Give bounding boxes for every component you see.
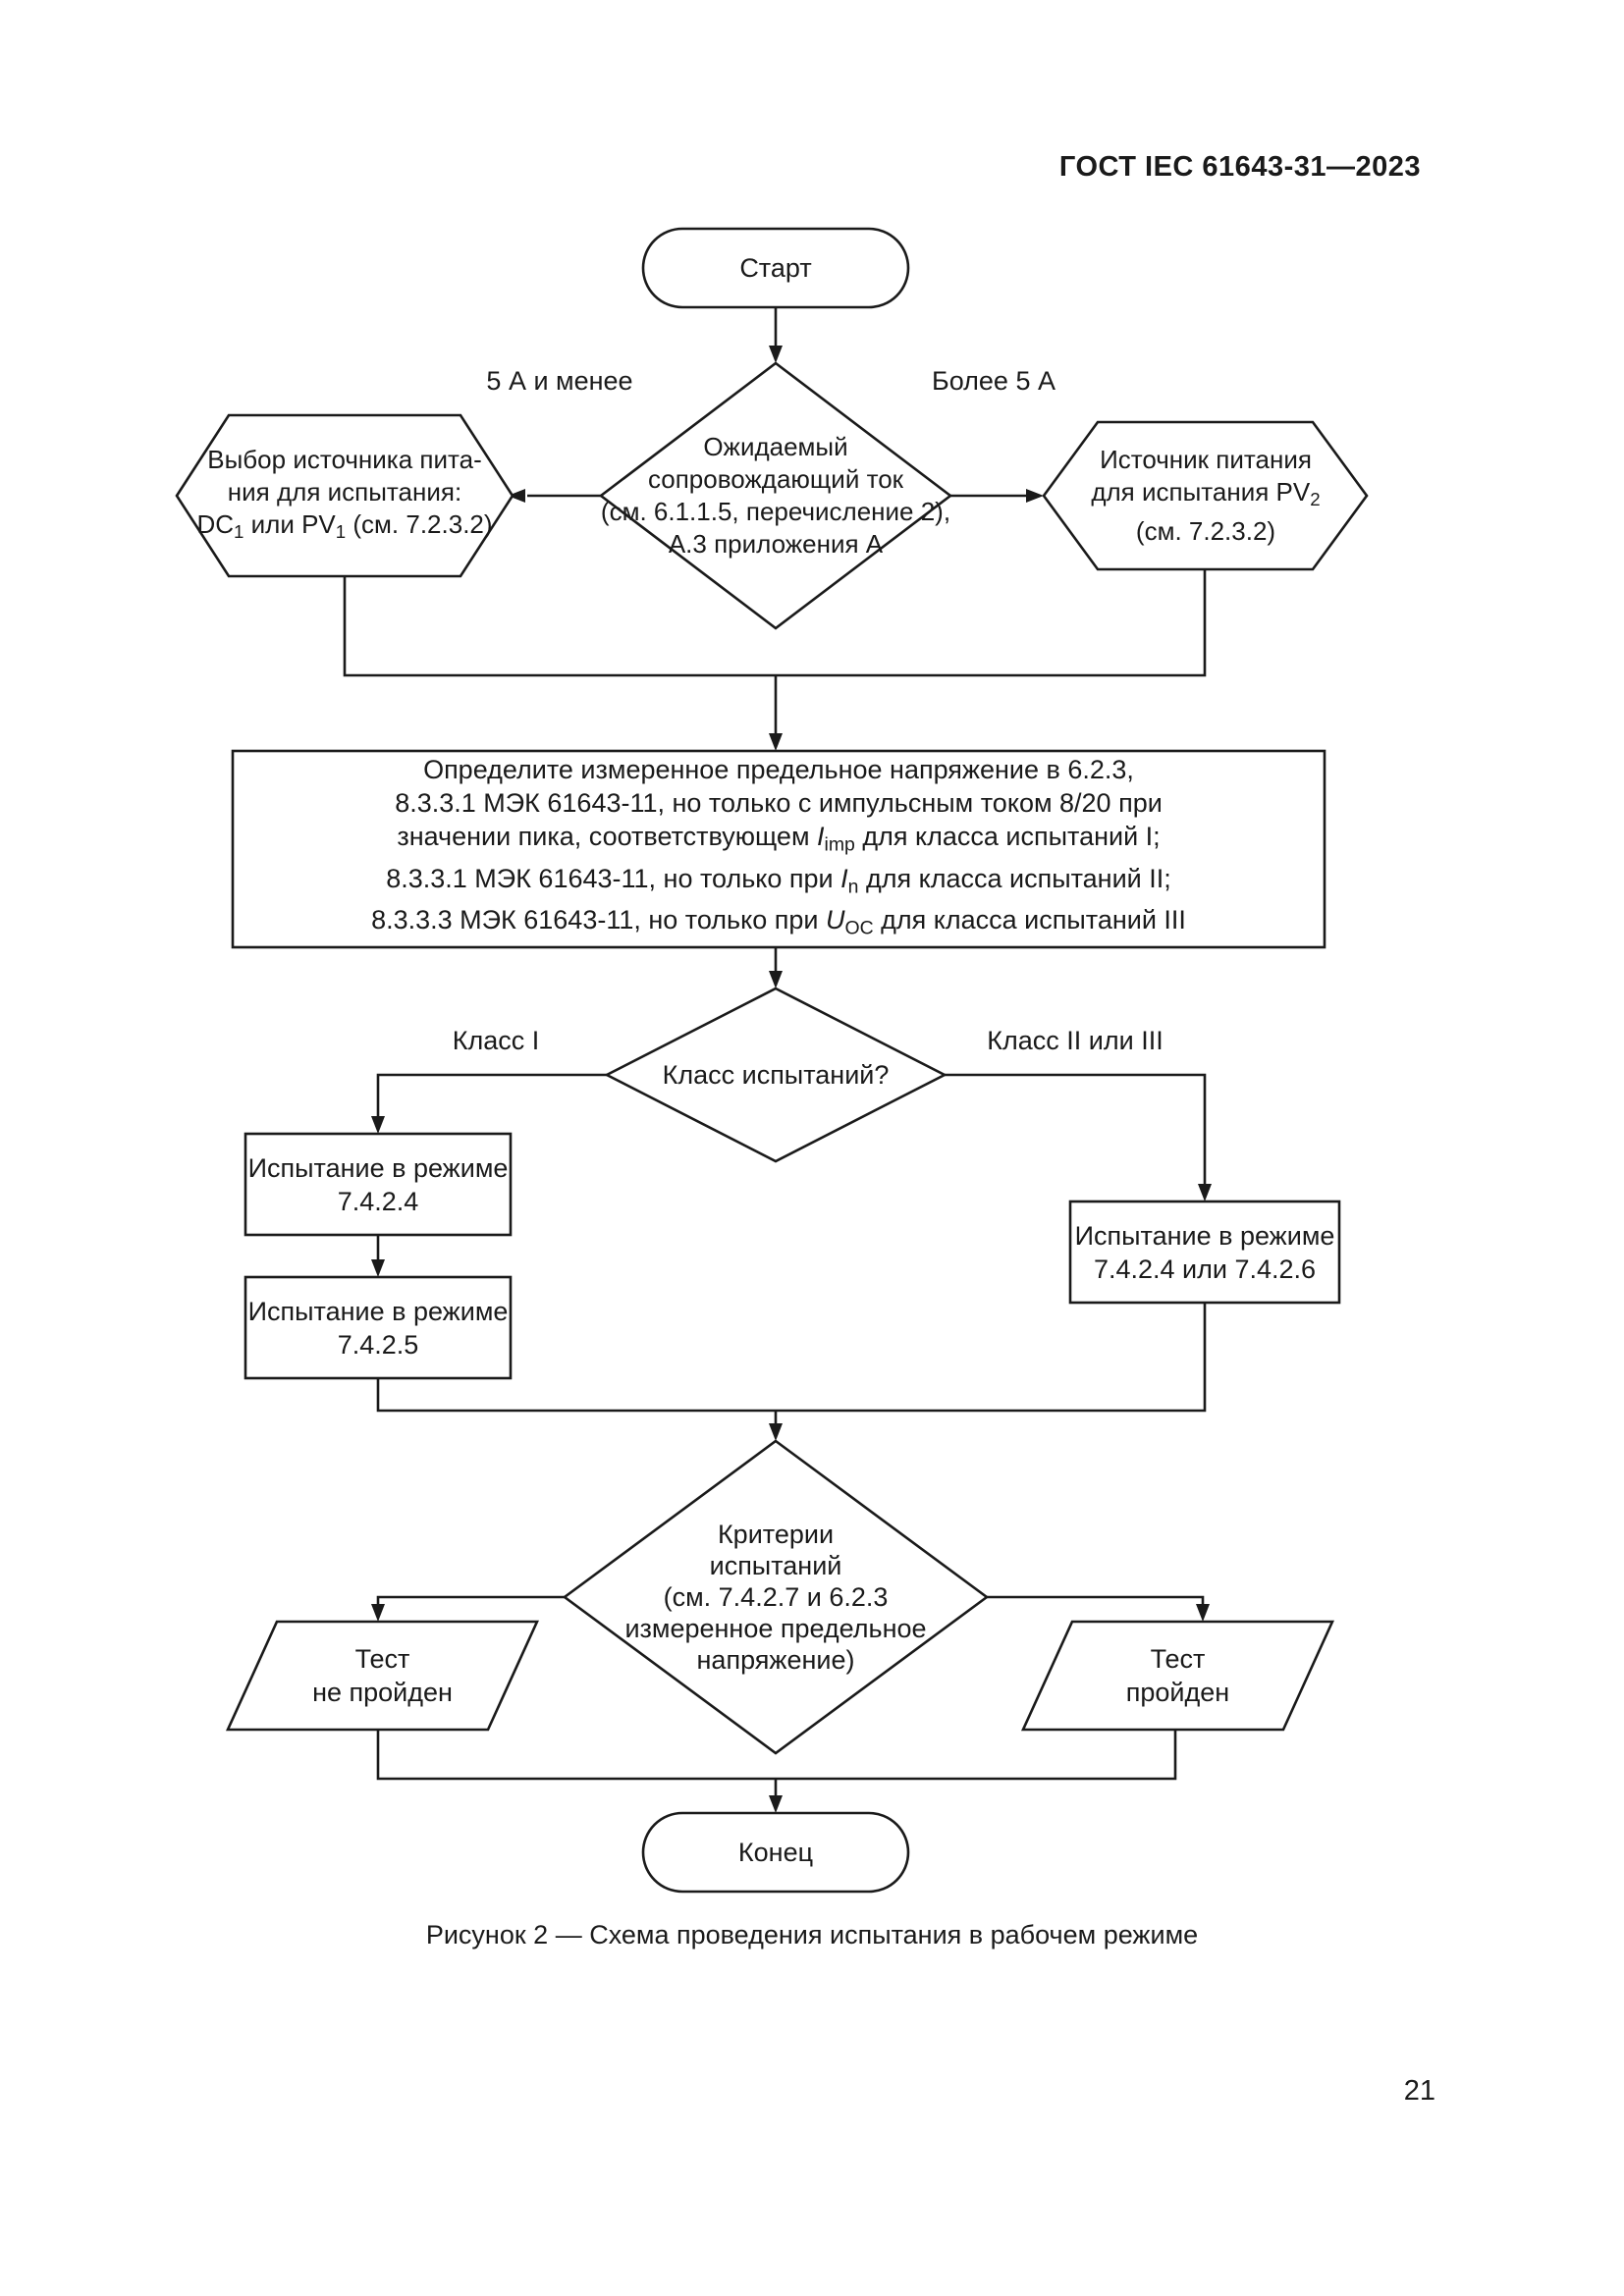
source-pv2-hexagon-shape bbox=[1042, 420, 1369, 571]
connectors bbox=[343, 307, 1212, 1813]
class-decision-shape bbox=[604, 987, 947, 1163]
arrowhead-down-icon bbox=[1198, 1184, 1212, 1201]
arrowhead-down-icon bbox=[371, 1116, 385, 1134]
end-label: Конец bbox=[737, 1838, 814, 1867]
connector-source-select-to-merge bbox=[343, 576, 776, 677]
arrowhead-down-icon bbox=[769, 1423, 783, 1441]
shapes bbox=[175, 227, 1369, 1894]
page-header: ГОСТ IEC 61643-31—2023 bbox=[1058, 151, 1421, 183]
measure-process-text: Определите измеренное предельное напряже… bbox=[371, 755, 1186, 939]
connector-failed-to-merge3 bbox=[376, 1730, 776, 1781]
connector-passed-to-merge3 bbox=[776, 1730, 1177, 1781]
arrowhead-down-icon bbox=[769, 346, 783, 363]
arrowhead-right-icon bbox=[1026, 489, 1044, 503]
connector-7425-to-merge2 bbox=[376, 1378, 776, 1413]
page-number: 21 bbox=[1403, 2075, 1435, 2107]
branch-label-5a-or-less: 5 А и менее bbox=[486, 366, 633, 396]
arrowhead-down-icon bbox=[769, 1795, 783, 1813]
measure-process-shape bbox=[231, 749, 1326, 949]
class-decision-text: Класс испытаний? bbox=[662, 1060, 890, 1090]
arrowhead-left-icon bbox=[508, 489, 525, 503]
arrowhead-down-icon bbox=[1196, 1604, 1210, 1622]
test-7425-shape bbox=[244, 1275, 513, 1380]
connector-criteria-to-failed bbox=[376, 1595, 565, 1606]
source-select-hexagon-shape bbox=[175, 413, 514, 578]
start-terminator-shape bbox=[641, 227, 910, 309]
connector-source-pv2-to-merge bbox=[776, 569, 1207, 677]
arrowhead-down-icon bbox=[371, 1259, 385, 1277]
test-failed-parallelogram-shape bbox=[225, 1620, 540, 1732]
arrowhead-down-icon bbox=[769, 971, 783, 988]
test-7424-shape bbox=[244, 1132, 513, 1237]
connector-class23-branch bbox=[945, 1073, 1207, 1186]
arrowhead-down-icon bbox=[371, 1604, 385, 1622]
connector-7424or7426-to-merge2 bbox=[776, 1303, 1207, 1413]
branch-label-class-2-or-3: Класс II или III bbox=[987, 1026, 1164, 1055]
test-passed-parallelogram-shape bbox=[1020, 1620, 1335, 1732]
start-label: Старт bbox=[739, 253, 812, 283]
figure-caption: Рисунок 2 — Схема проведения испытания в… bbox=[425, 1920, 1199, 1949]
branch-label-more-than-5a: Более 5 А bbox=[932, 366, 1056, 396]
connector-class1-branch bbox=[376, 1073, 607, 1118]
end-terminator-shape bbox=[641, 1811, 910, 1894]
criteria-decision-shape bbox=[562, 1439, 990, 1755]
connector-criteria-to-passed bbox=[987, 1595, 1205, 1606]
branch-label-class-1: Класс I bbox=[452, 1026, 540, 1055]
test-7424-or-7426-shape bbox=[1068, 1200, 1341, 1305]
arrowhead-down-icon bbox=[769, 733, 783, 751]
expected-current-decision-shape bbox=[598, 361, 953, 630]
source-select-text: Выбор источника пита-ния для испытания:D… bbox=[196, 444, 493, 543]
